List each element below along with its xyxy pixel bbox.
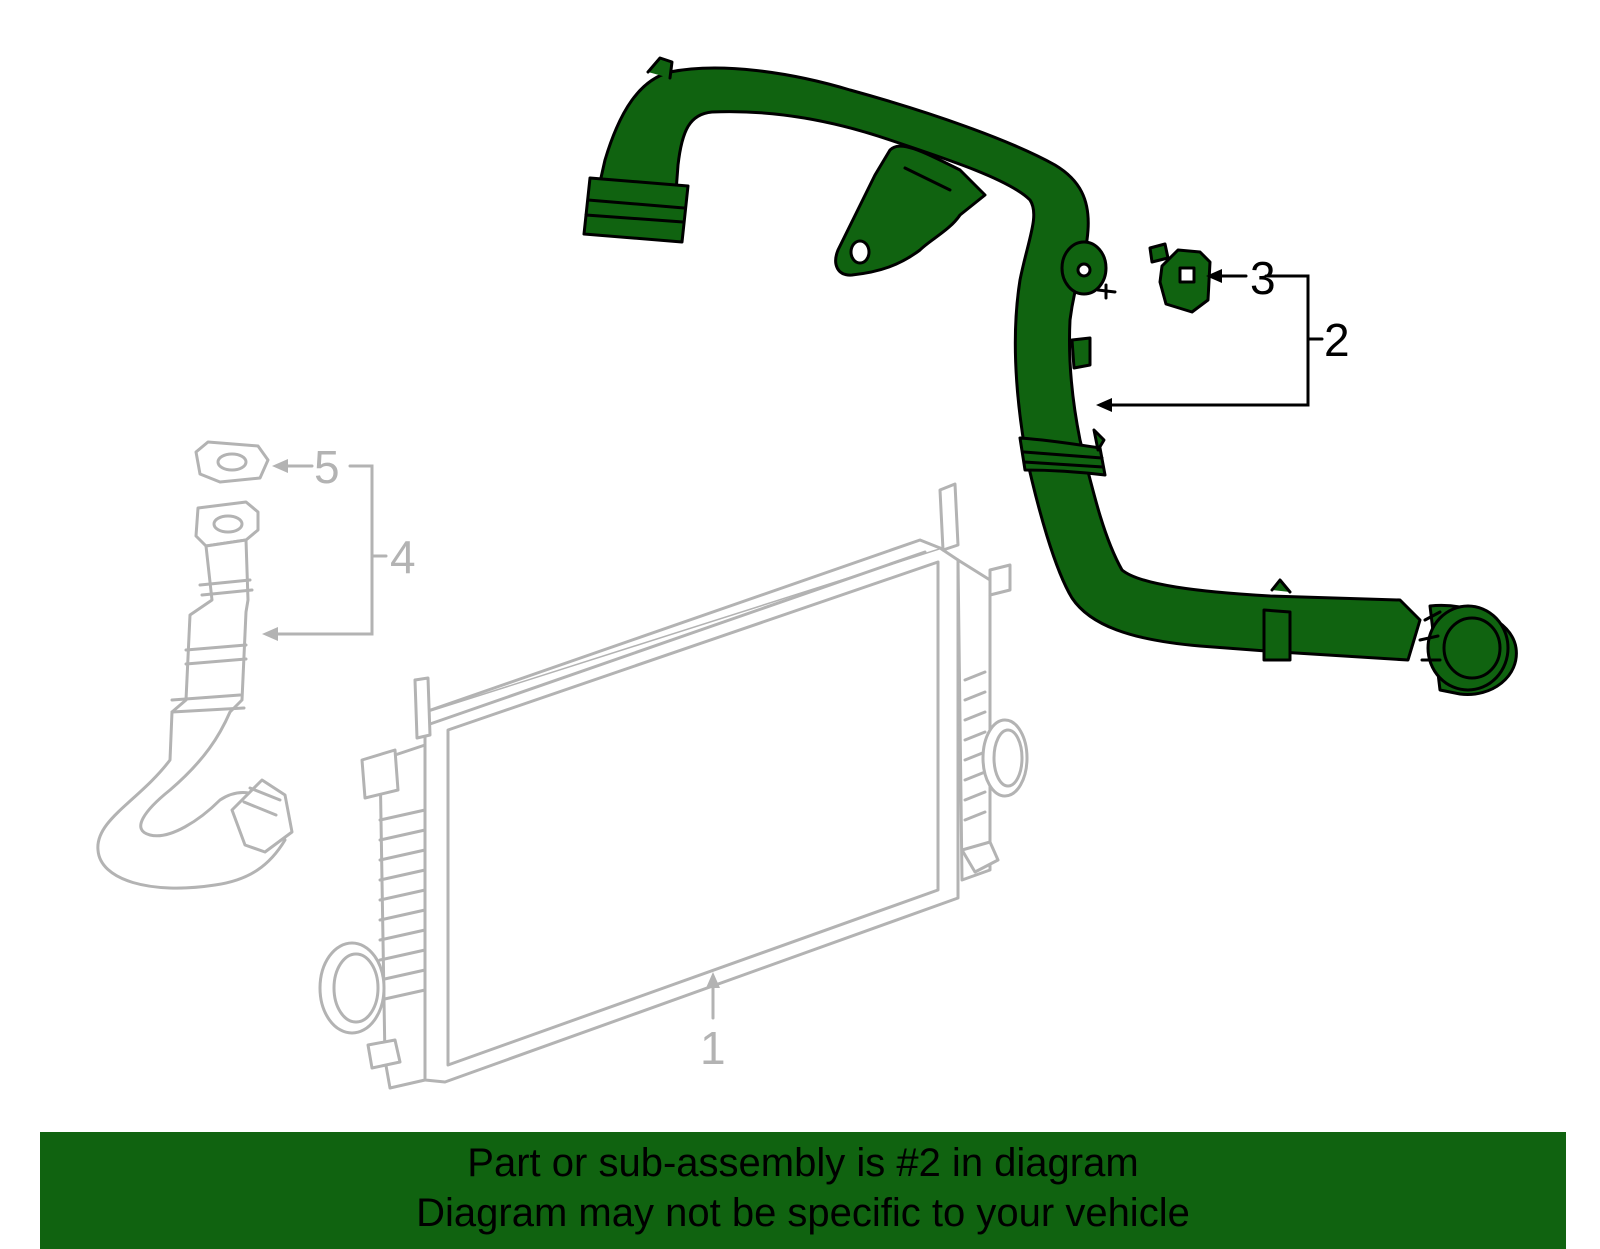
gasket-part-5[interactable]	[194, 440, 270, 484]
callout-2: 2	[1324, 314, 1350, 366]
intercooler-part-1[interactable]	[318, 482, 1029, 1090]
banner-line-1: Part or sub-assembly is #2 in diagram	[467, 1141, 1139, 1185]
charge-air-pipe-part-2[interactable]	[582, 56, 1518, 696]
banner-line-2: Diagram may not be specific to your vehi…	[416, 1191, 1190, 1235]
callout-1: 1	[700, 1022, 726, 1074]
info-banner: Part or sub-assembly is #2 in diagram Di…	[40, 1132, 1566, 1249]
sensor-part-3[interactable]	[1148, 242, 1212, 314]
outlet-hose-part-4[interactable]	[96, 500, 294, 890]
leader-lines	[262, 269, 1324, 1020]
callout-5: 5	[314, 441, 340, 493]
callout-4: 4	[390, 531, 416, 583]
callout-3: 3	[1250, 252, 1276, 304]
